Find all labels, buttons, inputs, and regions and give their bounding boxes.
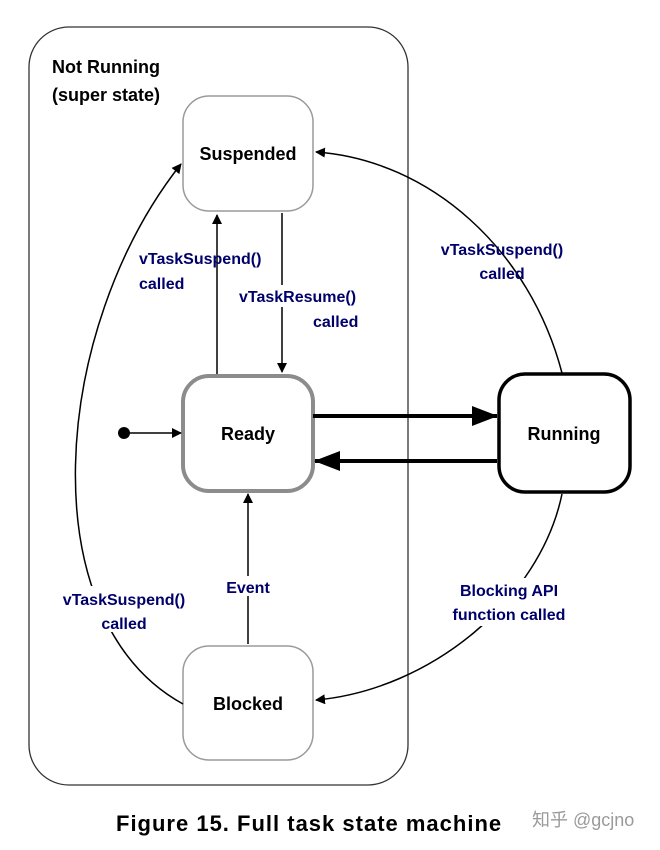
running-to-blocked-arrow — [315, 493, 563, 705]
svg-text:vTaskSuspend(): vTaskSuspend() — [139, 251, 261, 268]
state-suspended — [182, 95, 314, 212]
state-blocked-label: Blocked — [213, 694, 283, 714]
watermark: 知乎 @gcjno — [532, 810, 634, 830]
figure-caption: Figure 15. Full task state machine — [116, 811, 502, 836]
svg-text:vTaskSuspend(): vTaskSuspend() — [63, 592, 185, 609]
svg-text:called: called — [313, 314, 358, 331]
super-state-title: Not Running — [52, 57, 160, 77]
svg-text:called: called — [101, 616, 146, 633]
svg-text:vTaskSuspend(): vTaskSuspend() — [441, 242, 563, 259]
label-blocked-to-suspended: vTaskSuspend() called — [58, 586, 188, 633]
super-state-subtitle: (super state) — [52, 85, 160, 105]
running-to-suspended-arrow — [315, 147, 563, 374]
svg-text:vTaskResume(): vTaskResume() — [239, 289, 356, 306]
state-suspended-label: Suspended — [199, 144, 296, 164]
state-running — [497, 372, 632, 494]
blocked-to-suspended-arrow — [74, 163, 184, 705]
state-ready — [181, 374, 315, 493]
not-running-super-state — [28, 26, 409, 786]
state-running-label: Running — [528, 424, 601, 444]
state-ready-label: Ready — [221, 424, 275, 444]
initial-state-dot — [118, 427, 130, 439]
label-running-to-suspended: vTaskSuspend() called — [441, 242, 563, 283]
svg-text:Event: Event — [226, 580, 270, 597]
svg-text:function called: function called — [453, 607, 566, 624]
label-blocked-to-ready: Event — [222, 576, 274, 597]
label-running-to-blocked: Blocking API function called — [446, 578, 570, 626]
svg-text:called: called — [479, 266, 524, 283]
label-ready-to-suspended: vTaskSuspend() called — [139, 251, 261, 293]
svg-text:called: called — [139, 276, 184, 293]
svg-text:Blocking API: Blocking API — [460, 583, 558, 600]
state-blocked — [182, 645, 314, 761]
label-suspended-to-ready: vTaskResume() called — [235, 285, 363, 331]
